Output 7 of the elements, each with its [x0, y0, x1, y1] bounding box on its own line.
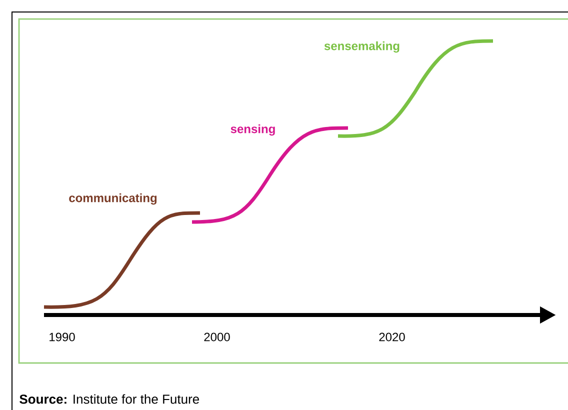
curve-label: sensing — [230, 124, 275, 136]
curve-label: sensemaking — [324, 41, 400, 53]
source-note: Source: Institute for the Future — [20, 394, 199, 404]
curve-label: communicating — [69, 193, 157, 205]
axis-tick-label: 2020 — [379, 332, 405, 342]
axis-tick-label: 1990 — [50, 332, 75, 342]
axis-tick-label: 2000 — [204, 332, 230, 342]
